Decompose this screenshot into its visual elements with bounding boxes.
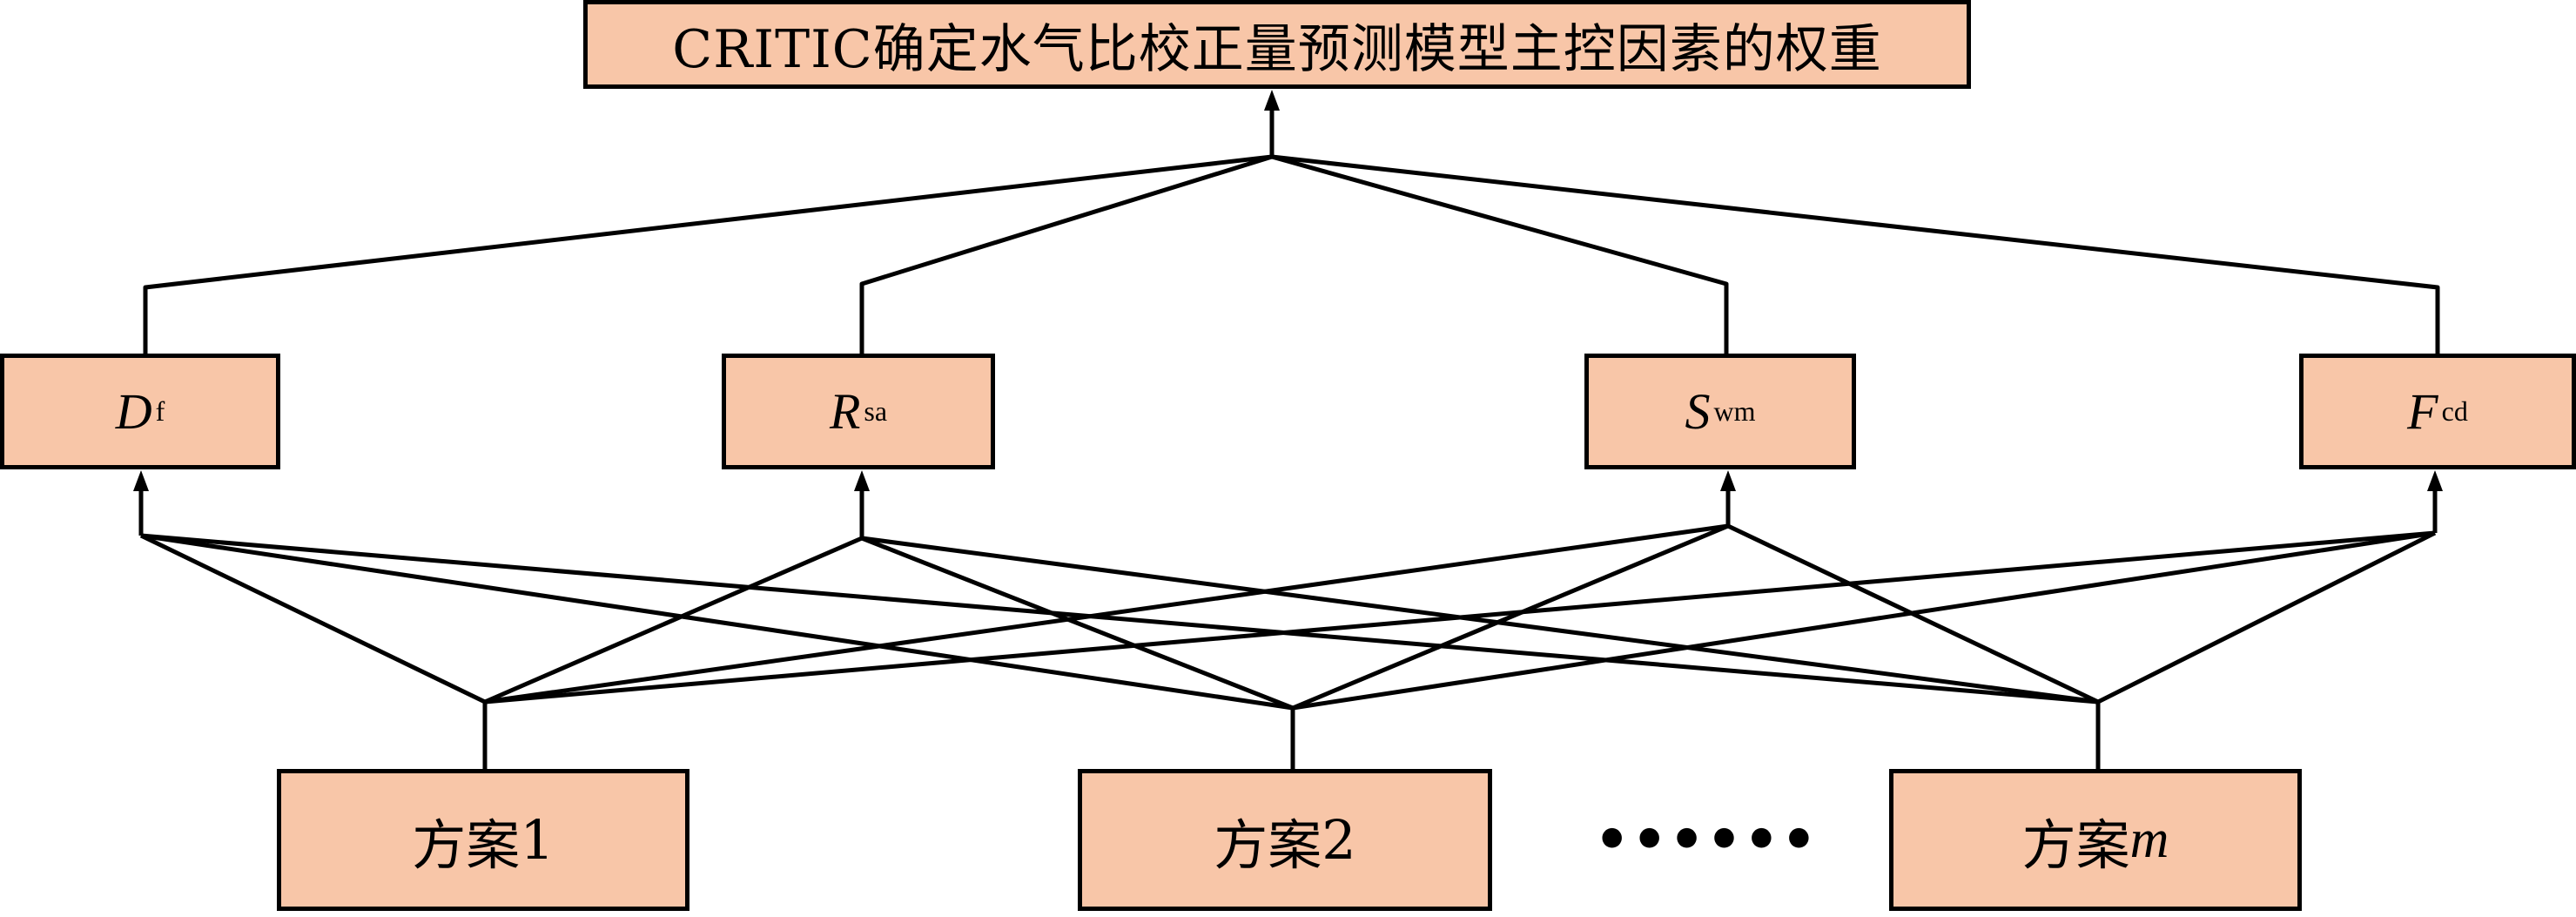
ellipsis: •••••• [1594, 808, 1819, 873]
factor-symbol: F [2407, 383, 2438, 440]
scheme3-to-factor3-line [1726, 523, 2100, 705]
arrow-up-icon [1720, 470, 1736, 491]
scheme1-to-factor2-line [484, 536, 863, 705]
factor-subscript: cd [2441, 395, 2468, 427]
scheme3-to-factor4-line [2096, 530, 2437, 705]
scheme2-to-factor2-line [861, 536, 1294, 711]
factor-symbol: S [1685, 383, 1711, 440]
scheme1-to-factor1-line [139, 533, 487, 705]
scheme-prefix: 方案 [2021, 812, 2130, 877]
scheme-number: 1 [520, 808, 555, 872]
factor-subscript: sa [864, 395, 888, 427]
scheme-prefix: 方案 [412, 812, 521, 877]
scheme3-to-factor1-line [140, 533, 2099, 705]
scheme-variable: m [2129, 810, 2169, 869]
scheme2-to-factor1-line [140, 533, 1294, 711]
arrow-up-icon [2427, 470, 2443, 491]
factor-to-title-line-3 [1271, 154, 1729, 354]
title-box: CRITIC确定水气比校正量预测模型主控因素的权重 [583, 0, 1971, 89]
scheme3-to-factor2-line [861, 536, 2099, 705]
arrow-up-icon [854, 470, 870, 491]
title-text: CRITIC确定水气比校正量预测模型主控因素的权重 [672, 18, 1882, 80]
scheme2-to-factor4-line [1292, 530, 2436, 711]
arrow-up-icon [1264, 90, 1280, 111]
factor-to-title-line-1 [143, 154, 1273, 354]
arrow-up-icon [133, 470, 149, 491]
scheme2-to-factor3-line [1292, 523, 1729, 711]
scheme-number: 2 [1322, 808, 1356, 872]
factor-subscript: wm [1713, 395, 1756, 427]
factor-to-title-line-4 [1271, 154, 2440, 354]
factor-to-title-line-2 [859, 154, 1273, 354]
factor-subscript: f [155, 395, 165, 427]
scheme1-to-factor3-line [484, 523, 1729, 705]
factor-symbol: R [829, 383, 861, 440]
factor-symbol: D [115, 383, 152, 440]
scheme-prefix: 方案 [1214, 812, 1322, 877]
